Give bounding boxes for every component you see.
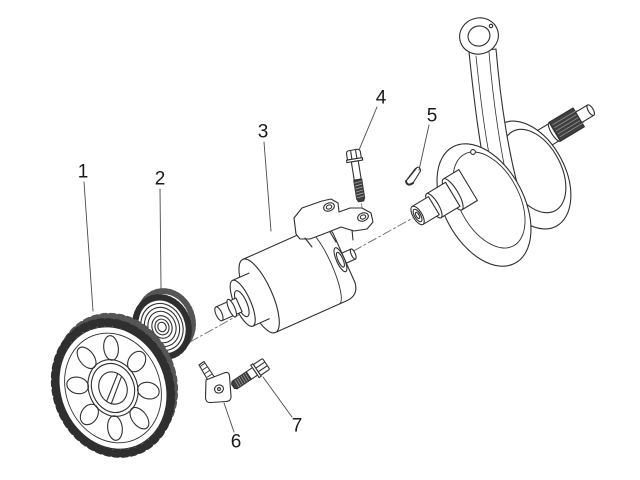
callout-label-2: 2: [154, 168, 166, 190]
callout-label-4: 4: [375, 87, 387, 109]
driven-gear-part-1: [34, 299, 195, 471]
crankshaft-assembly: [410, 17, 596, 267]
retainer-plate-part-6: [198, 360, 232, 404]
woodruff-key-part-5: [405, 166, 422, 186]
leader-line-6: [223, 402, 235, 433]
callout-label-6: 6: [230, 431, 242, 453]
leader-line-1: [83, 181, 94, 312]
taper-shaft: [410, 169, 478, 226]
leader-line-4: [358, 106, 378, 151]
leader-lines: [83, 106, 430, 433]
flange-bolt-part-7: [231, 358, 270, 390]
starter-motor-part-3: [214, 198, 374, 334]
callout-label-1: 1: [77, 161, 89, 183]
leader-line-7: [262, 376, 293, 418]
leader-line-2: [159, 188, 162, 289]
splined-shaft: [535, 104, 596, 150]
leader-line-3: [263, 141, 272, 232]
mounting-bolt-part-4: [345, 148, 366, 224]
callout-label-5: 5: [426, 105, 438, 127]
callout-label-3: 3: [257, 121, 269, 143]
leader-line-5: [418, 124, 430, 171]
callout-label-7: 7: [291, 415, 303, 437]
motor-mount-bracket: [293, 198, 374, 248]
